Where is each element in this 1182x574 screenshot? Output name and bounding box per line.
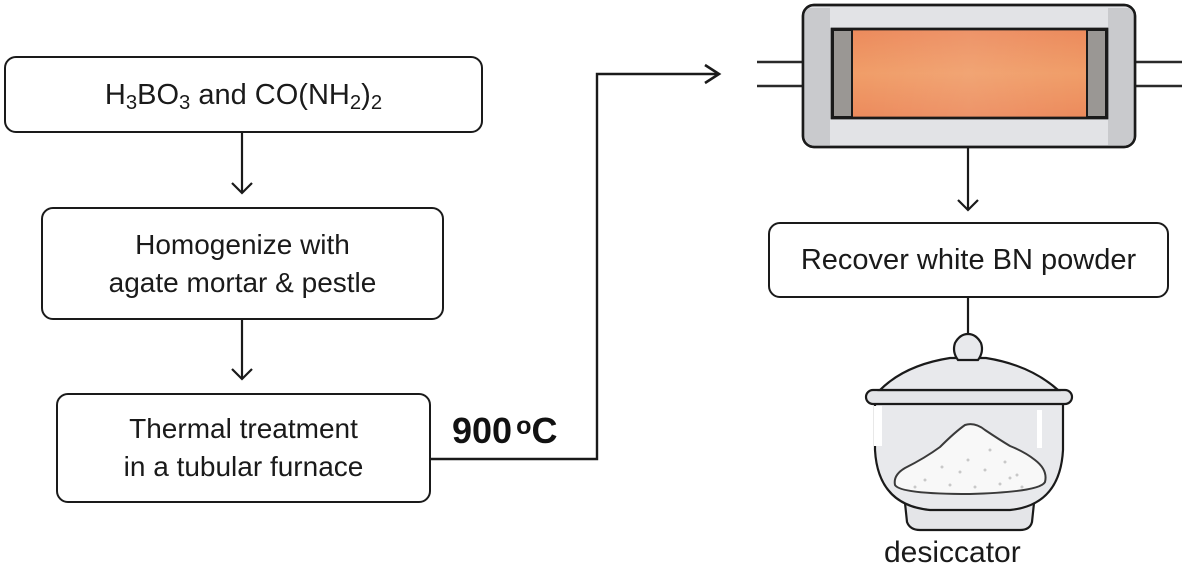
step-homogenize-line-2: agate mortar & pestle xyxy=(108,266,377,298)
arrow-thermal-to-furnace xyxy=(431,63,722,461)
formula-paren: ) xyxy=(361,78,371,111)
formula-sub: 3 xyxy=(179,91,191,114)
step-homogenize-box: Homogenize with agate mortar & pestle xyxy=(41,207,444,320)
step-recover-box: Recover white BN powder xyxy=(768,222,1169,298)
desiccator-icon xyxy=(864,332,1074,532)
step-thermal-line-2: in a tubular furnace xyxy=(123,451,364,482)
arrow-precursors-to-homogenize xyxy=(231,133,253,195)
tubular-furnace-icon xyxy=(757,3,1182,149)
formula-bo: BO xyxy=(137,78,180,111)
formula-sub: 2 xyxy=(370,91,383,114)
temperature-unit: C xyxy=(531,410,558,451)
step-homogenize-line-1: Homogenize with xyxy=(135,228,350,260)
step-precursors-box: H3BO3 and CO(NH2)2 xyxy=(4,56,483,133)
formula-sub: 2 xyxy=(349,91,362,114)
step-precursors-label: H3BO3 and CO(NH2)2 xyxy=(105,76,382,114)
desiccator-label: desiccator xyxy=(884,536,1021,569)
step-thermal-box: Thermal treatment in a tubular furnace xyxy=(56,393,431,503)
step-recover-label: Recover white BN powder xyxy=(800,244,1137,276)
arrow-homogenize-to-thermal xyxy=(231,320,253,381)
degree-symbol: o xyxy=(516,412,532,441)
step-thermal-line-1: Thermal treatment xyxy=(129,413,358,444)
arrow-furnace-to-recover xyxy=(957,147,979,212)
formula-sub: 3 xyxy=(125,91,138,114)
formula-urea: and CO(NH xyxy=(190,78,350,111)
temperature-value: 900 xyxy=(452,410,513,451)
formula-h: H xyxy=(104,78,126,111)
